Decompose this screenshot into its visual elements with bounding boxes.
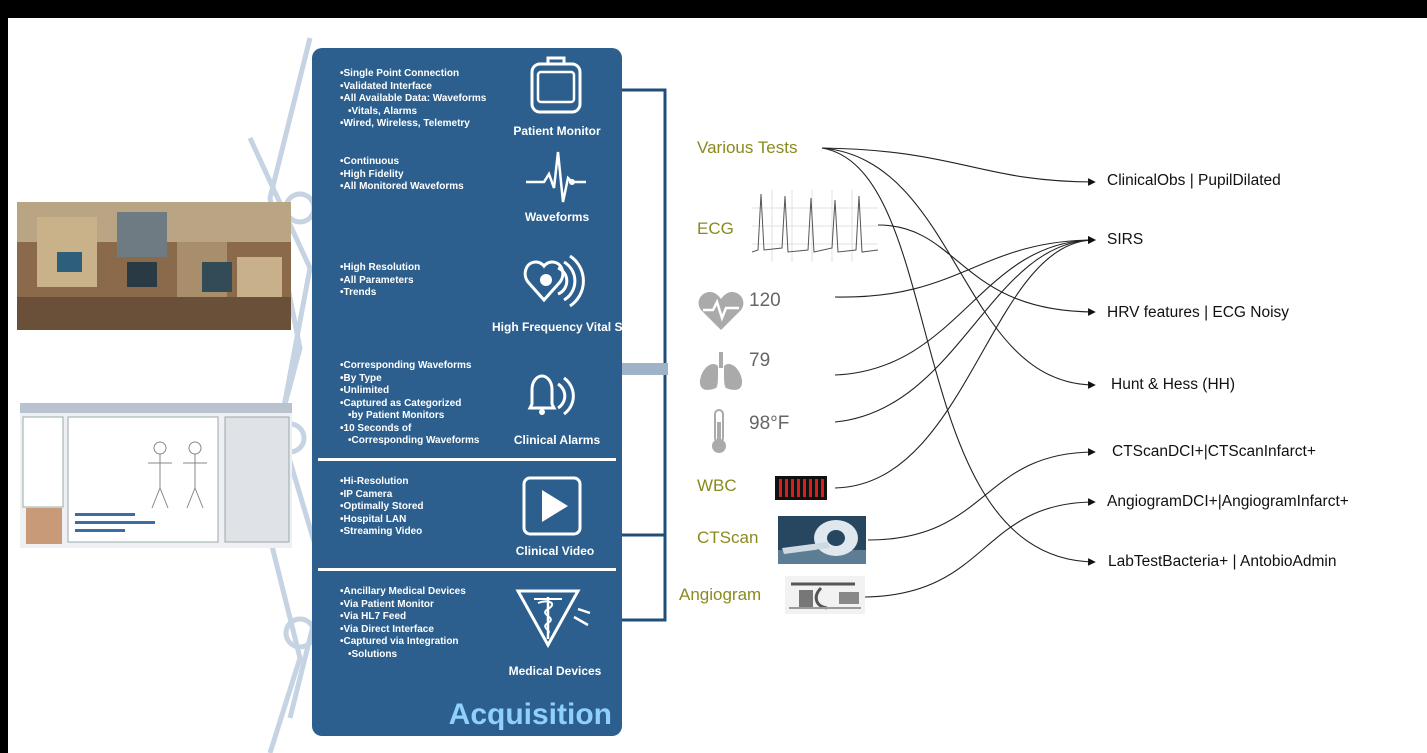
- bullet: All Monitored Waveforms: [340, 181, 464, 194]
- section-label-patient-monitor: Patient Monitor: [513, 124, 601, 138]
- caduceus-icon: [515, 589, 591, 649]
- clinical-video-bullets: Hi-Resolution IP Camera Optimally Stored…: [340, 476, 424, 539]
- wbc-barcode-graphic: [775, 476, 827, 500]
- diagram-canvas: [8, 18, 1427, 753]
- bullet: High Fidelity: [340, 169, 464, 182]
- input-label-ecg: ECG: [697, 219, 734, 238]
- bullet: Corresponding Waveforms: [340, 360, 480, 373]
- bullet: Streaming Video: [340, 526, 424, 539]
- section-label-clinical-alarms: Clinical Alarms: [513, 433, 601, 447]
- bullet: Single Point Connection: [340, 68, 486, 81]
- acquisition-title: Acquisition: [448, 698, 612, 731]
- bullet: Wired, Wireless, Telemetry: [340, 118, 486, 131]
- outcome-angiogram: AngiogramDCI+|AngiogramInfarct+: [1107, 493, 1349, 510]
- clinical-alarms-bullets: Corresponding Waveforms By Type Unlimite…: [340, 360, 480, 448]
- section-divider: [318, 568, 616, 571]
- bullet-continuation: by Patient Monitors: [340, 410, 480, 423]
- bullet: High Resolution: [340, 262, 421, 275]
- vital-signs-bullets: High Resolution All Parameters Trends: [340, 262, 421, 300]
- patient-monitor-bullets: Single Point Connection Validated Interf…: [340, 68, 487, 131]
- bullet: Unlimited: [340, 385, 480, 398]
- icu-room-image: [17, 202, 291, 330]
- bullet: Captured as Categorized: [340, 398, 480, 411]
- alarm-bell-icon: [527, 374, 575, 416]
- medical-devices-bullets: Ancillary Medical Devices Via Patient Mo…: [340, 586, 466, 661]
- play-video-icon: [522, 476, 582, 536]
- bullet: All Parameters: [340, 275, 420, 288]
- heart-signal-icon: [523, 254, 585, 308]
- bullet: All Available Data: Waveforms: [340, 93, 487, 106]
- outcome-hrv-features: HRV features | ECG Noisy: [1107, 304, 1290, 321]
- heart-rate-value: 120: [749, 290, 781, 311]
- temperature-value: 98°F: [749, 413, 790, 434]
- ecg-trace-thumbnail: [752, 190, 878, 262]
- section-label-vital-signs: High Frequency Vital Signs: [492, 320, 648, 334]
- lungs-icon: [699, 352, 743, 390]
- bullet-continuation: Vitals, Alarms: [340, 106, 486, 119]
- section-label-medical-devices: Medical Devices: [508, 664, 602, 678]
- bullet: IP Camera: [340, 489, 424, 502]
- bullet: By Type: [340, 373, 480, 386]
- icu-room-photo: [17, 202, 291, 330]
- bullet: Hi-Resolution: [340, 476, 424, 489]
- input-label-ctscan: CTScan: [697, 528, 759, 547]
- bullet: Optimally Stored: [340, 501, 424, 514]
- input-label-angiogram: Angiogram: [679, 585, 762, 604]
- bullet: Validated Interface: [340, 81, 486, 94]
- waveforms-bullets: Continuous High Fidelity All Monitored W…: [340, 156, 464, 194]
- outcome-ctscan: CTScanDCI+|CTScanInfarct+: [1112, 443, 1316, 460]
- waveform-icon: [526, 151, 586, 203]
- acquisition-panel: Single Point Connection Validated Interf…: [312, 48, 648, 736]
- heart-rate-icon: [698, 292, 744, 330]
- ehr-screen-image: [20, 403, 292, 548]
- angiogram-machine-image: [785, 576, 865, 614]
- input-label-various-tests: Various Tests: [697, 138, 798, 157]
- section-label-waveforms: Waveforms: [524, 210, 590, 224]
- outcome-hunt-hess: Hunt & Hess (HH): [1111, 376, 1236, 393]
- ehr-software-screenshot: [20, 403, 292, 548]
- patient-monitor-icon: [530, 56, 582, 114]
- bullet: Continuous: [340, 156, 464, 169]
- bullet-continuation: Solutions: [340, 649, 466, 662]
- bullet: Captured via Integration: [340, 636, 466, 649]
- thermometer-icon: [712, 409, 726, 453]
- bullet: Via Direct Interface: [340, 624, 466, 637]
- respiration-rate-value: 79: [749, 350, 771, 371]
- section-divider: [318, 458, 616, 461]
- outcome-clinical-obs: ClinicalObs | PupilDilated: [1107, 172, 1281, 189]
- bullet: Via HL7 Feed: [340, 611, 466, 624]
- outcome-lab-test: LabTestBacteria+ | AntobioAdmin: [1108, 553, 1337, 570]
- bullet-continuation: Corresponding Waveforms: [340, 435, 480, 448]
- bullet: Via Patient Monitor: [340, 599, 466, 612]
- outcome-sirs: SIRS: [1107, 231, 1144, 248]
- bullet: Hospital LAN: [340, 514, 424, 527]
- panel-connector-lines: [620, 88, 668, 622]
- bullet: Ancillary Medical Devices: [340, 586, 466, 599]
- bullet: 10 Seconds of: [340, 423, 480, 436]
- bullet: Trends: [340, 287, 420, 300]
- section-label-clinical-video: Clinical Video: [515, 544, 595, 558]
- input-label-wbc: WBC: [697, 476, 737, 495]
- ctscan-machine-image: [778, 516, 866, 564]
